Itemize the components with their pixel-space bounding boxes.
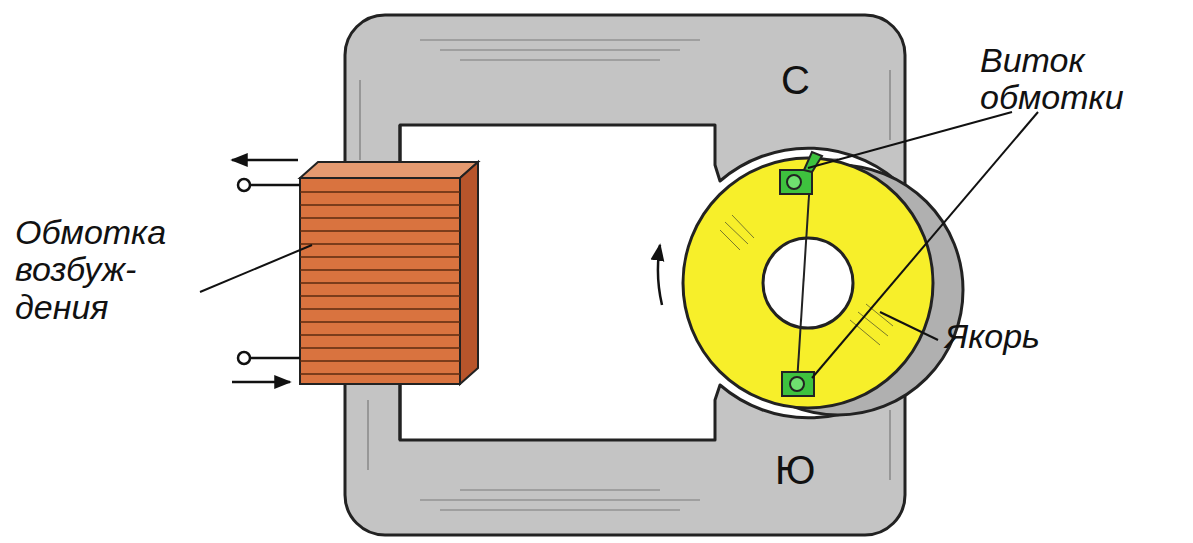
- part-label: Виток обмотки: [980, 42, 1170, 117]
- current-arrow: [232, 159, 298, 162]
- armature: [683, 158, 933, 408]
- pole-label: С: [781, 58, 831, 102]
- winding-conductor: [780, 152, 822, 194]
- rotation-arrow: [658, 245, 662, 305]
- leader-line: [200, 112, 1038, 378]
- pole-label: Ю: [775, 448, 825, 492]
- current-arrow: [232, 381, 290, 384]
- part-label: Якорь: [945, 318, 1095, 355]
- part-label: Обмотка возбуж- дения: [15, 214, 215, 326]
- winding-conductor: [782, 372, 814, 396]
- armature-shaft-hole: [763, 238, 853, 328]
- field-coil: [300, 162, 478, 384]
- winding-turn: [797, 180, 810, 383]
